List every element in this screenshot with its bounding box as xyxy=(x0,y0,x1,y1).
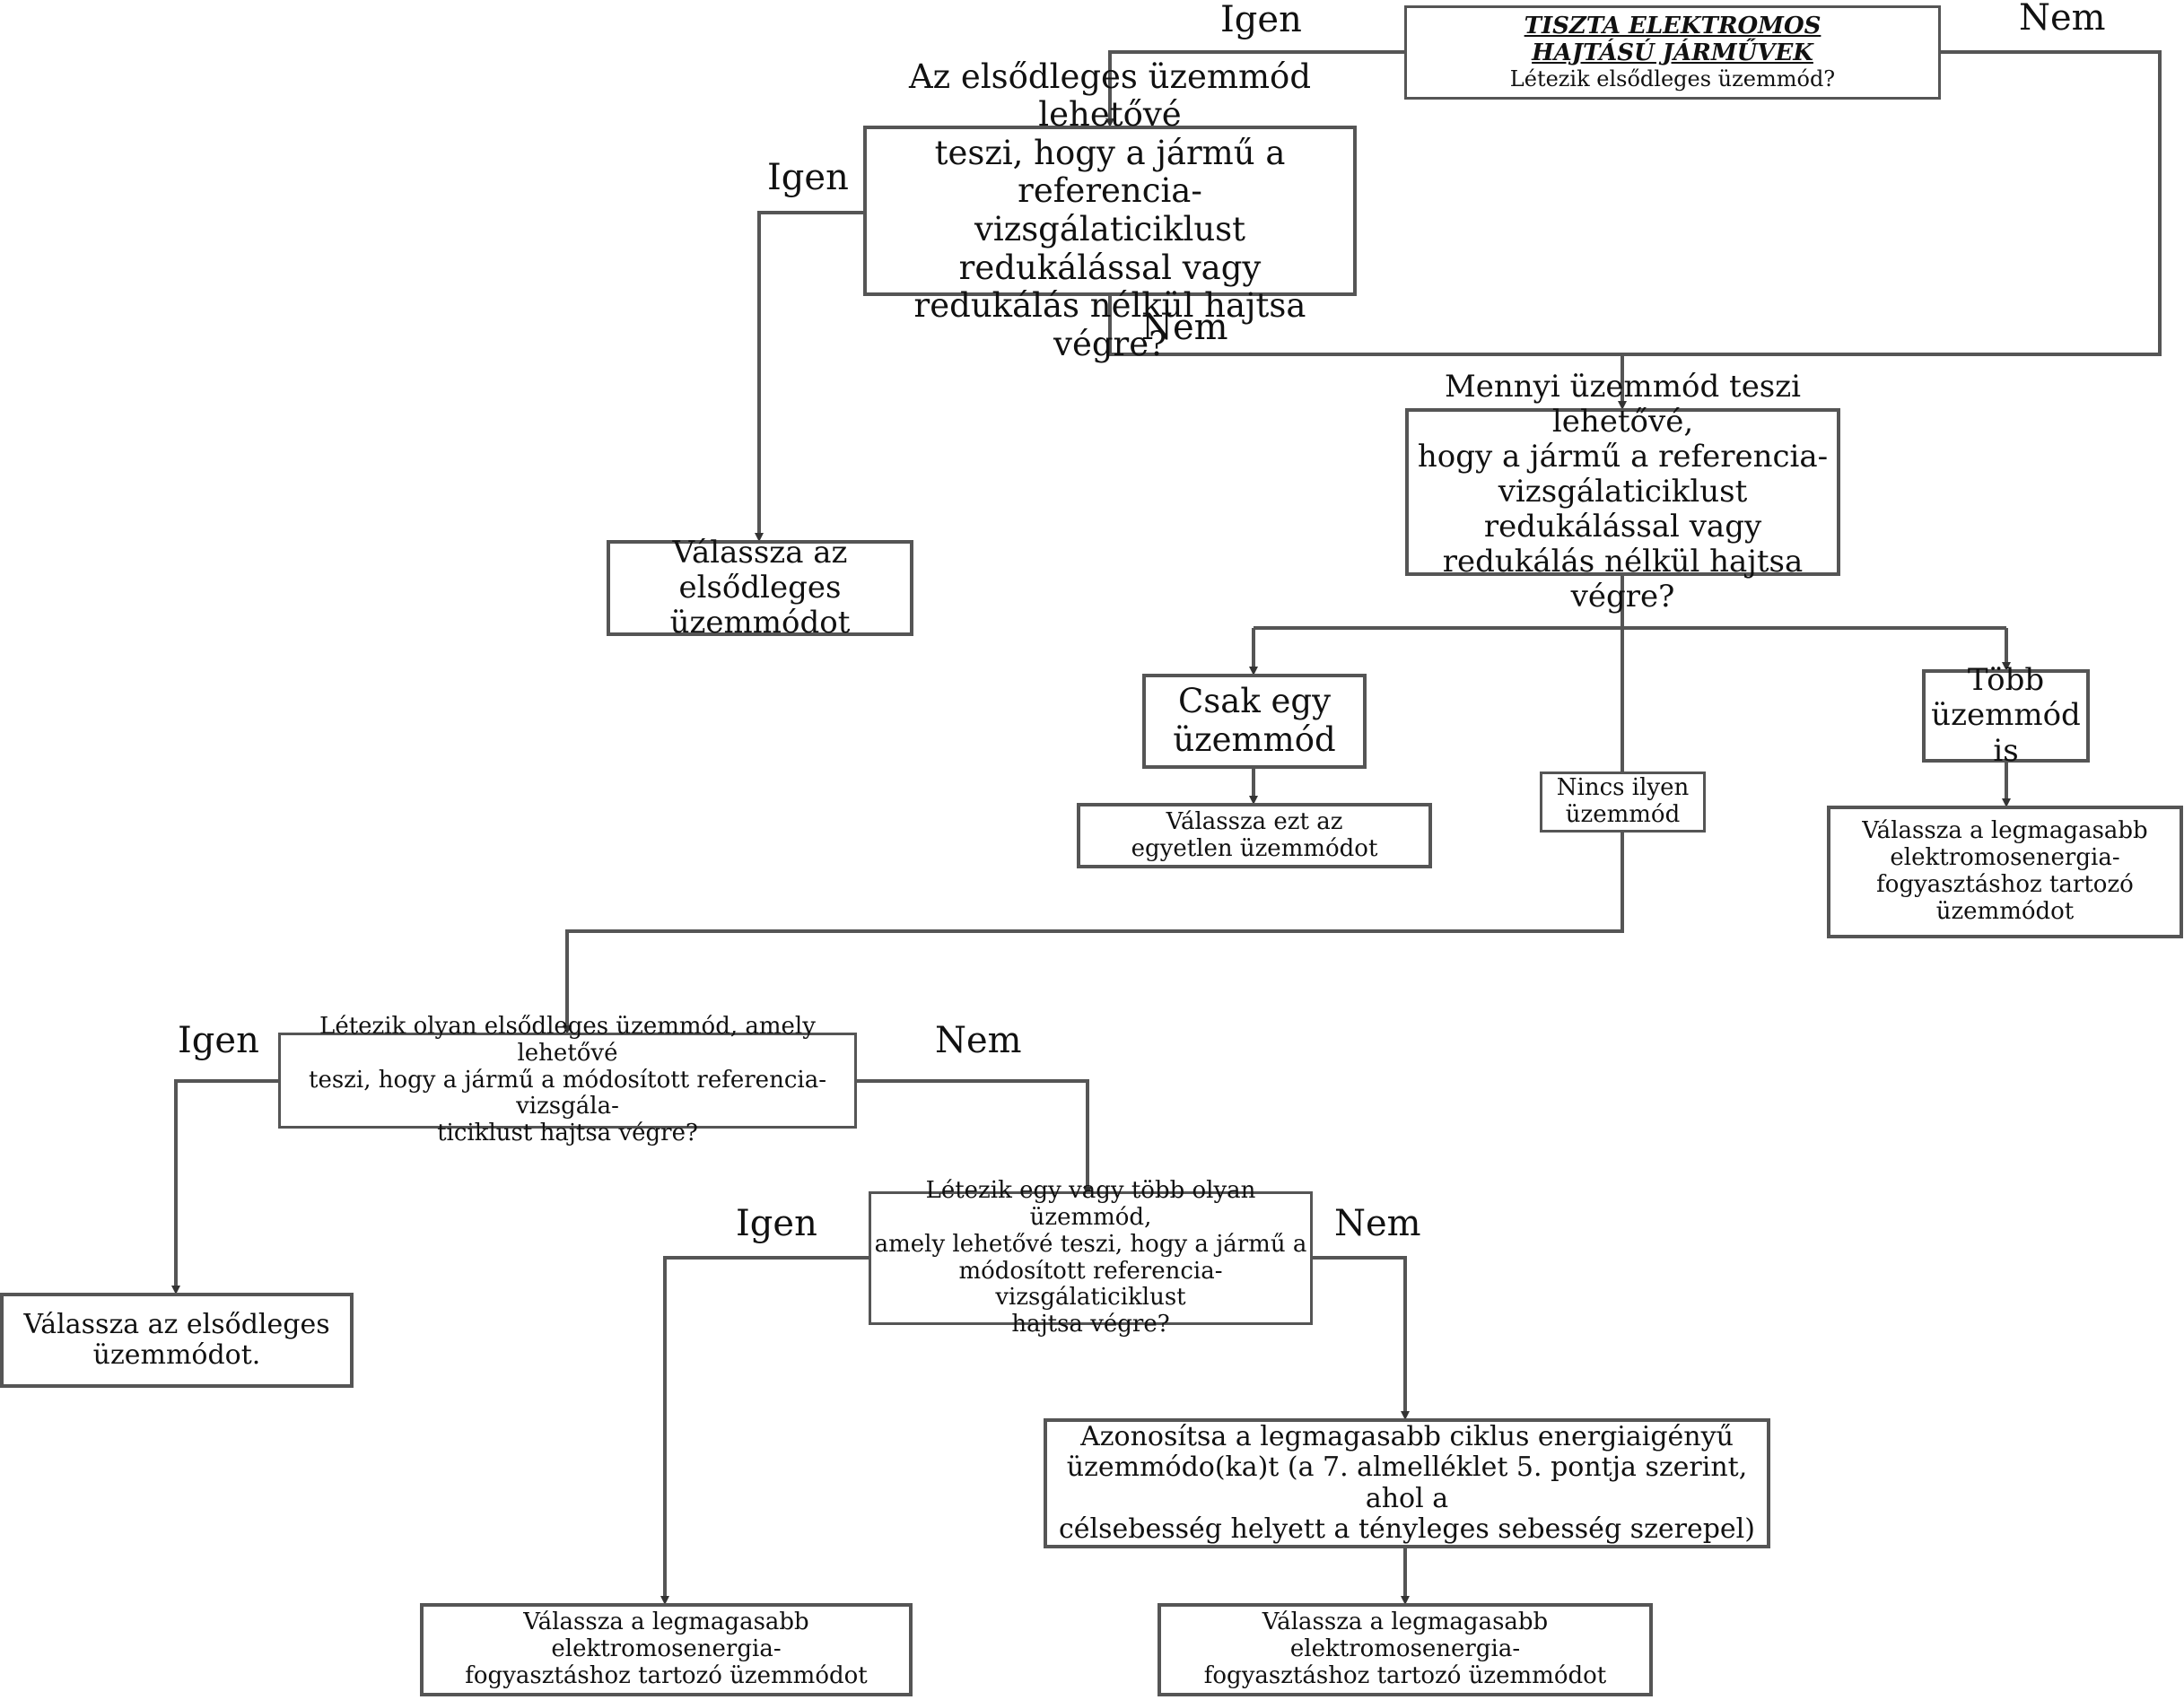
multiple-line: üzemmód is xyxy=(1931,697,2081,769)
edge-start-no xyxy=(1622,50,2162,356)
edge-q3-yes xyxy=(171,1079,278,1295)
q-howmany-line: Mennyi üzemmód teszi lehetővé, xyxy=(1444,368,1802,440)
edge-q1-yes xyxy=(755,211,863,542)
node-q-modes-modified: Létezik egy vagy több olyan üzemmód, ame… xyxy=(869,1177,1313,1338)
start-title: TISZTA ELEKTROMOS HAJTÁSÚ JÁRMŰVEK xyxy=(1524,12,1821,66)
q-howmany-line: redukálás nélkül hajtsa végre? xyxy=(1442,544,1804,615)
node-none: Nincs ilyen üzemmód xyxy=(1540,772,1706,833)
node-q-primary-modified: Létezik olyan elsődleges üzemmód, amely … xyxy=(278,1013,857,1146)
choose-highest-2-line: Válassza a legmagasabb elektromosenergia… xyxy=(523,1608,809,1663)
choose-highest-3-line: Válassza a legmagasabb elektromosenergia… xyxy=(1262,1608,1549,1663)
identify-highest-line: üzemmódo(ka)t (a 7. almelléklet 5. pontj… xyxy=(1066,1452,1748,1514)
choose-highest-1-line: Válassza a legmagasabb xyxy=(1862,817,2148,845)
edge-start-yes xyxy=(1105,50,1404,127)
q-primary-line: redukálás nélkül hajtsa végre? xyxy=(913,286,1306,363)
label-q4-no: Nem xyxy=(1334,1203,1421,1244)
identify-highest-line: Azonosítsa a legmagasabb ciklus energiai… xyxy=(1080,1420,1734,1452)
edge-q4-no xyxy=(1313,1256,1410,1420)
edge-q1-no xyxy=(1108,296,1622,356)
label-q3-no: Nem xyxy=(935,1020,1022,1061)
choose-primary-2-line: üzemmódot. xyxy=(92,1339,261,1371)
choose-single-line: egyetlen üzemmódot xyxy=(1131,834,1378,862)
identify-highest-line: célsebesség helyett a tényleges sebesség… xyxy=(1058,1513,1755,1545)
edge-none-q3 xyxy=(563,833,1624,1034)
q-modes-modified-line: módosított referencia-vizsgálaticiklust xyxy=(958,1257,1223,1312)
choose-highest-1-line: fogyasztáshoz tartozó xyxy=(1876,871,2134,898)
none-line: üzemmód xyxy=(1565,801,1681,828)
multiple-line: Több xyxy=(1967,662,2045,699)
label-q1-yes: Igen xyxy=(767,157,849,198)
node-q-primary: Az elsődleges üzemmód lehetővé teszi, ho… xyxy=(863,57,1357,362)
label-q1-no: Nem xyxy=(1141,307,1228,348)
node-choose-highest-2: Válassza a legmagasabb elektromosenergia… xyxy=(420,1603,913,1696)
start-question: Létezik elsődleges üzemmód? xyxy=(1509,65,1836,92)
none-line: Nincs ilyen xyxy=(1556,774,1690,802)
q-modes-modified-line: hajtsa végre? xyxy=(1011,1311,1170,1338)
choose-highest-2-line: fogyasztáshoz tartozó üzemmódot xyxy=(465,1661,868,1689)
q-modes-modified-line: amely lehetővé teszi, hogy a jármű a xyxy=(874,1230,1307,1258)
label-start-yes: Igen xyxy=(1220,0,1302,40)
choose-single-line: Válassza ezt az xyxy=(1166,807,1343,835)
choose-highest-1-line: üzemmódot xyxy=(1935,897,2075,925)
node-choose-highest-3: Válassza a legmagasabb elektromosenergia… xyxy=(1158,1603,1653,1696)
choose-highest-1-line: elektromosenergia- xyxy=(1890,844,2120,872)
label-q3-yes: Igen xyxy=(178,1020,259,1061)
node-identify-highest: Azonosítsa a legmagasabb ciklus energiai… xyxy=(1044,1418,1770,1548)
only-one-line: üzemmód xyxy=(1173,720,1336,759)
q-primary-modified-line: ticiklust hajtsa végre? xyxy=(437,1120,698,1147)
label-start-no: Nem xyxy=(2019,0,2106,39)
only-one-line: Csak egy xyxy=(1177,682,1332,721)
label-q4-yes: Igen xyxy=(736,1203,817,1244)
q-primary-line: Az elsődleges üzemmód lehetővé xyxy=(908,57,1312,135)
choose-primary-2-line: Válassza az elsődleges xyxy=(23,1308,330,1340)
q-howmany-line: vizsgálaticiklust redukálással vagy xyxy=(1483,473,1762,545)
node-multiple: Több üzemmód is xyxy=(1922,663,2090,768)
node-choose-primary-1: Válassza az elsődleges üzemmódot xyxy=(607,535,913,641)
node-q-howmany: Mennyi üzemmód teszi lehetővé, hogy a já… xyxy=(1405,369,1840,615)
node-choose-primary-2: Válassza az elsődleges üzemmódot. xyxy=(0,1293,354,1388)
choose-primary-1-line: Válassza az elsődleges xyxy=(672,534,848,606)
node-choose-highest-1: Válassza a legmagasabb elektromosenergia… xyxy=(1827,806,2183,938)
q-primary-modified-line: teszi, hogy a jármű a módosított referen… xyxy=(309,1066,826,1120)
edge-q4-yes xyxy=(660,1256,869,1605)
choose-highest-3-line: fogyasztáshoz tartozó üzemmódot xyxy=(1203,1661,1607,1689)
q-howmany-line: hogy a jármű a referencia- xyxy=(1417,438,1829,475)
node-only-one: Csak egy üzemmód xyxy=(1142,674,1367,769)
edge-q3-no xyxy=(857,1079,1092,1196)
q-primary-modified-line: Létezik olyan elsődleges üzemmód, amely … xyxy=(319,1012,816,1067)
q-primary-line: vizsgálaticiklust redukálással vagy xyxy=(958,210,1262,287)
node-start: TISZTA ELEKTROMOS HAJTÁSÚ JÁRMŰVEK Létez… xyxy=(1404,5,1941,100)
q-primary-line: teszi, hogy a jármű a referencia- xyxy=(934,133,1286,211)
node-choose-single: Válassza ezt az egyetlen üzemmódot xyxy=(1077,803,1432,868)
choose-primary-1-line: üzemmódot xyxy=(669,605,851,641)
q-modes-modified-line: Létezik egy vagy több olyan üzemmód, xyxy=(925,1176,1256,1231)
